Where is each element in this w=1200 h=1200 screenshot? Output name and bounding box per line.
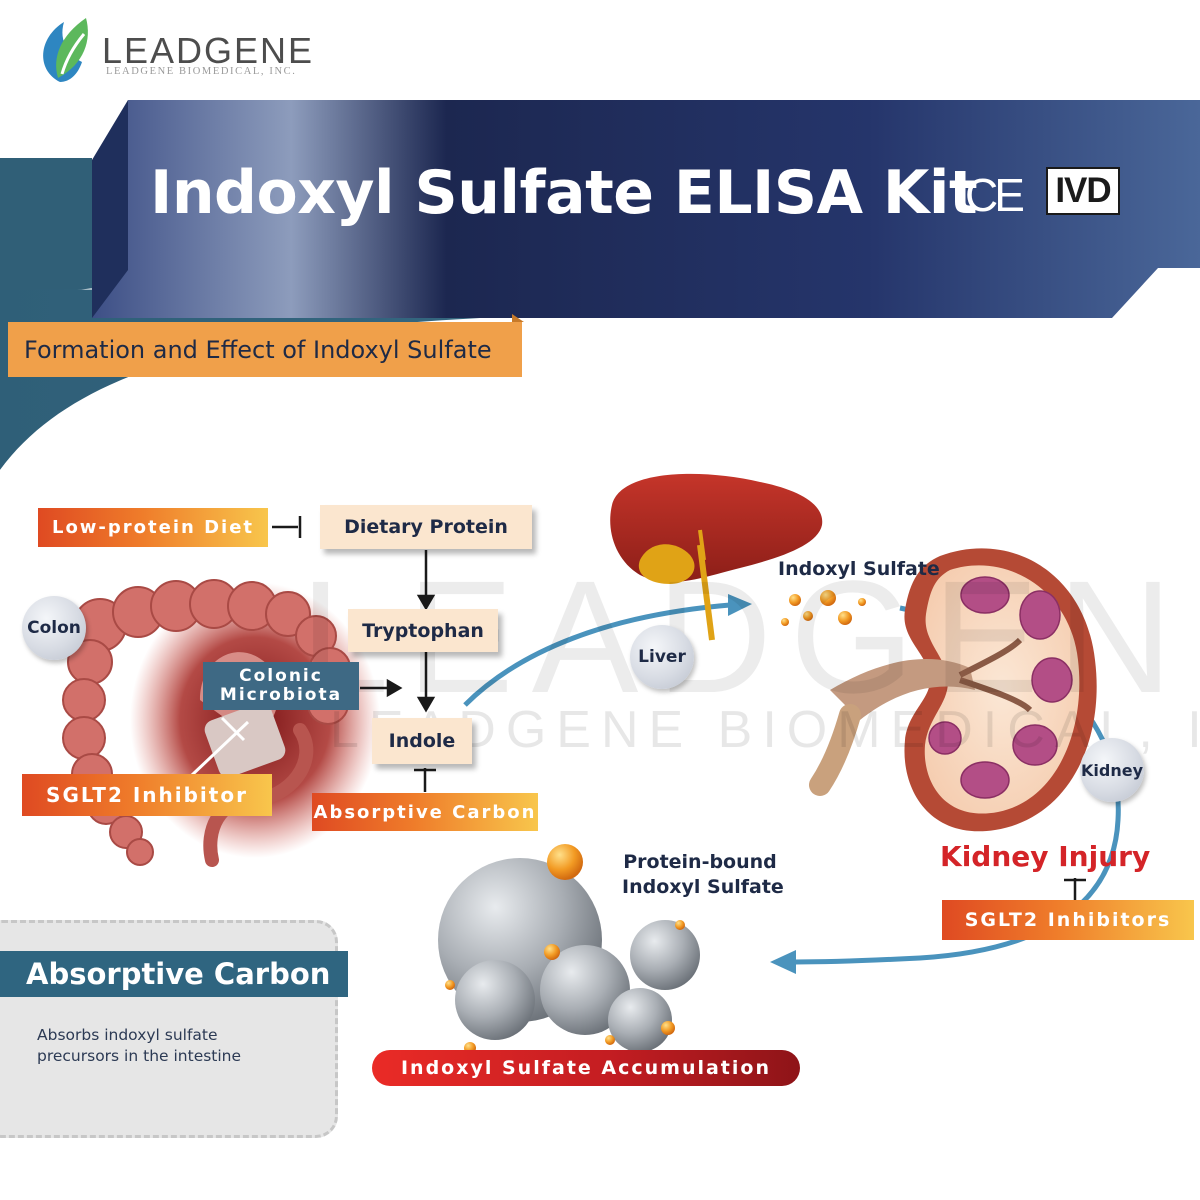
colonic-microbiota-line1: Colonic (239, 666, 323, 686)
indole-box: Indole (372, 718, 472, 764)
protein-bound-line1: Protein-bound (623, 851, 777, 873)
info-panel-description: Absorbs indoxyl sulfate precursors in th… (37, 1026, 242, 1065)
sglt2-inhibitor-tag: SGLT2 Inhibitor (22, 774, 272, 816)
kidney-label: Kidney (1080, 738, 1144, 802)
ce-mark-icon: CE (965, 169, 1025, 221)
ivd-badge: IVD (1046, 167, 1120, 215)
brand-tagline: LEADGENE BIOMEDICAL, INC. (106, 66, 297, 77)
accumulation-banner: Indoxyl Sulfate Accumulation (372, 1050, 800, 1086)
section-subtitle: Formation and Effect of Indoxyl Sulfate (8, 322, 522, 377)
low-protein-diet-tag: Low-protein Diet (38, 508, 268, 547)
page-title: Indoxyl Sulfate ELISA Kit (150, 158, 978, 228)
dietary-protein-box: Dietary Protein (320, 505, 532, 549)
colon-label: Colon (22, 596, 86, 660)
indoxyl-sulfate-label: Indoxyl Sulfate (778, 558, 940, 580)
brand-name: LEADGENE (102, 30, 315, 71)
colonic-microbiota-line2: Microbiota (219, 685, 343, 705)
protein-bound-line2: Indoxyl Sulfate (622, 876, 784, 898)
info-panel-title: Absorptive Carbon (0, 951, 348, 997)
colonic-microbiota-box: Colonic Microbiota (203, 662, 359, 710)
absorptive-carbon-tag: Absorptive Carbon (312, 793, 538, 831)
kidney-injury-label: Kidney Injury (940, 840, 1151, 873)
protein-bound-label: Protein-bound Indoxyl Sulfate (622, 850, 784, 900)
tryptophan-box: Tryptophan (348, 609, 498, 652)
watermark-tagline: LEADGENE BIOMEDICAL, INC. (330, 701, 1200, 759)
liver-label: Liver (630, 625, 694, 689)
sglt2-inhibitors-tag: SGLT2 Inhibitors (942, 900, 1194, 940)
